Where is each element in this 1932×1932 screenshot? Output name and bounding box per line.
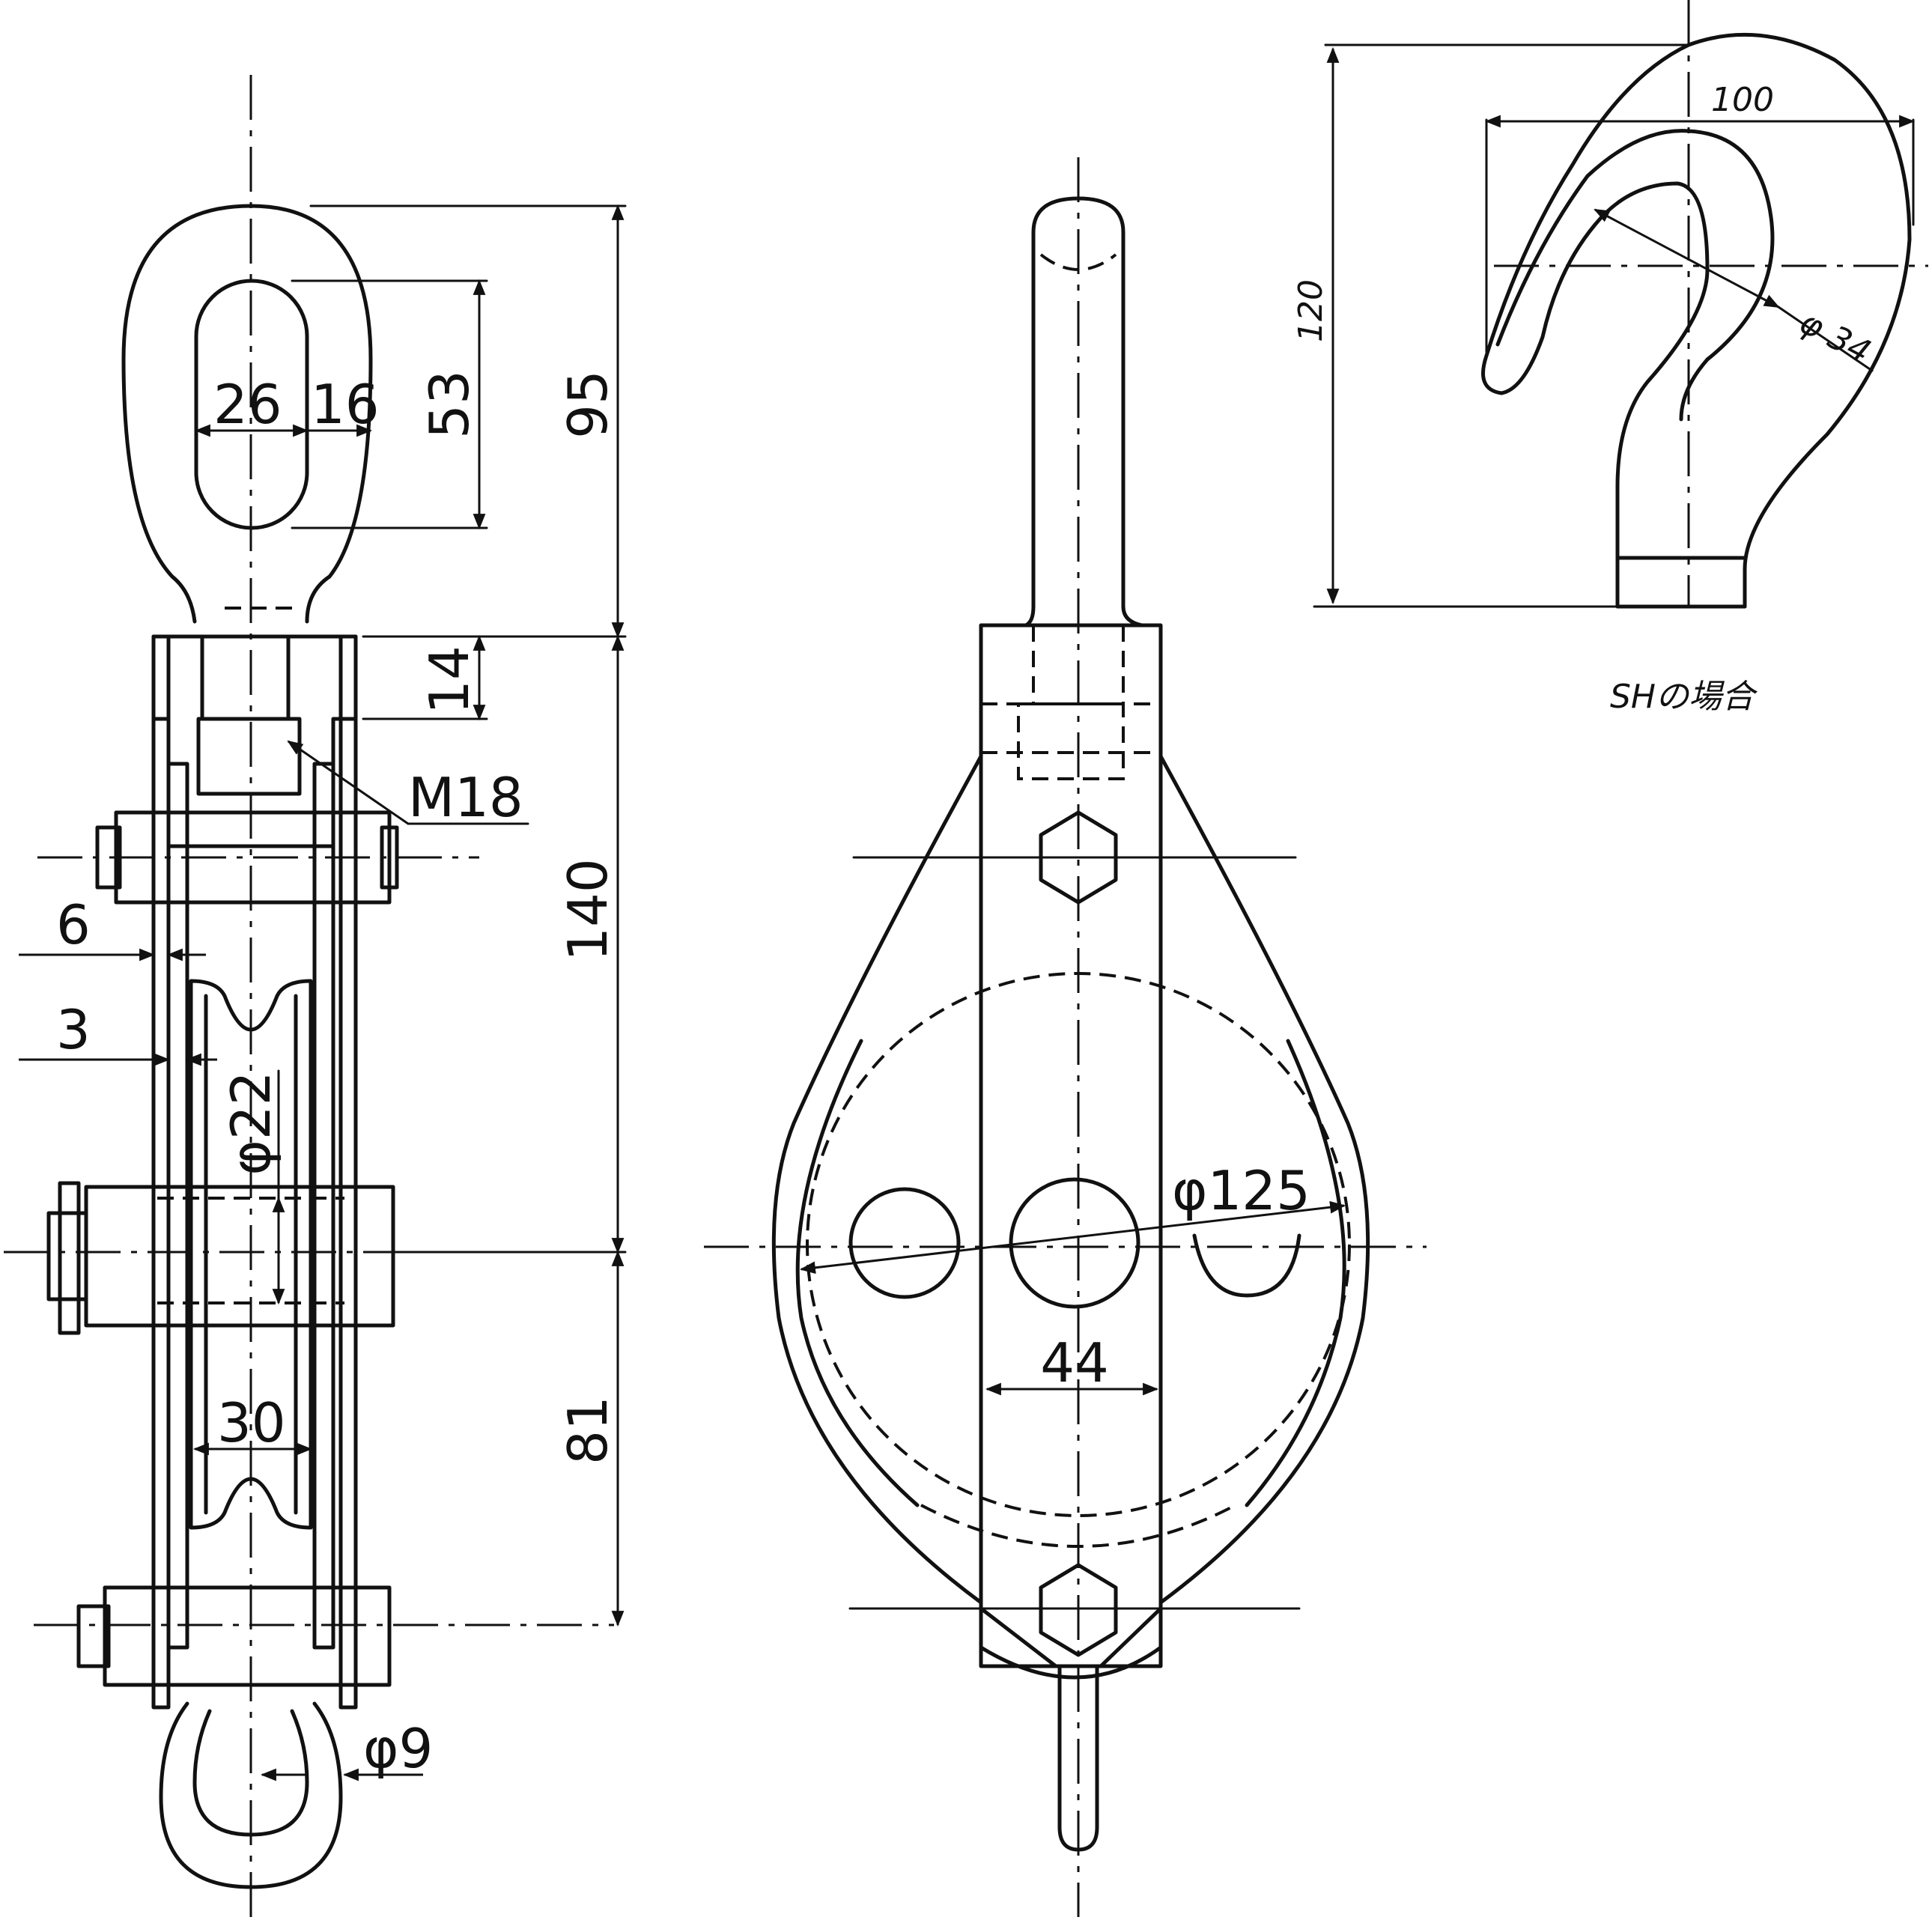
left-side-plate xyxy=(151,634,171,1710)
dim-53-label: 53 xyxy=(418,370,481,439)
dim-34-line xyxy=(1594,208,1780,309)
dim-30-label: 30 xyxy=(217,1391,286,1454)
dim-100-label: 100 xyxy=(1711,81,1774,119)
top-hex-nut xyxy=(1039,810,1118,905)
dim-125-line xyxy=(799,1200,1346,1275)
front-view: φ125 44 xyxy=(704,157,1427,1917)
dim-44-label: 44 xyxy=(1040,1331,1109,1394)
hook-view: 100 120 φ 34 SHの場合 xyxy=(1292,0,1928,716)
dim-22-label: φ22 xyxy=(219,1071,282,1175)
hook-caption: SHの場合 xyxy=(1610,678,1758,716)
bottom-hex-nut xyxy=(1039,1563,1118,1657)
dim-14-label: 14 xyxy=(418,645,481,714)
m18-leader xyxy=(287,740,409,825)
dim-140-label: 140 xyxy=(556,858,619,961)
left-cheek-plate xyxy=(166,762,189,1650)
lower-bolt xyxy=(34,1585,614,1889)
side-view: 26 16 53 95 14 M18 6 3 φ22 xyxy=(4,75,627,1925)
dim-6-label: 6 xyxy=(56,893,91,956)
dim-120-label: 120 xyxy=(1292,279,1330,342)
neck-block xyxy=(151,634,358,848)
dim-34-label: φ 34 xyxy=(1793,303,1877,372)
top-eye-outline xyxy=(121,204,373,624)
dim-3-label: 3 xyxy=(56,998,91,1061)
shank-socket xyxy=(196,717,302,796)
front-strap xyxy=(979,623,1163,1668)
bottom-rod xyxy=(1057,1664,1099,1852)
upper-bolt xyxy=(37,810,479,905)
dim-95-label: 95 xyxy=(556,370,619,439)
sheave-side xyxy=(157,979,344,1530)
right-cheek-plate xyxy=(312,762,335,1650)
hole-left xyxy=(848,1187,961,1299)
top-eye-slot xyxy=(194,279,309,530)
dim-125-label: φ125 xyxy=(1172,1159,1310,1222)
top-rod xyxy=(1012,196,1155,628)
hole-right xyxy=(1192,1233,1301,1298)
dim-81-label: 81 xyxy=(556,1396,619,1465)
dim-26-label: 26 xyxy=(213,373,282,436)
pulley-body-outline xyxy=(771,754,1370,1605)
dim-16-label: 16 xyxy=(311,373,380,436)
m18-label: M18 xyxy=(408,766,523,829)
dim-9-label: φ9 xyxy=(363,1717,433,1780)
right-side-plate xyxy=(338,634,358,1710)
